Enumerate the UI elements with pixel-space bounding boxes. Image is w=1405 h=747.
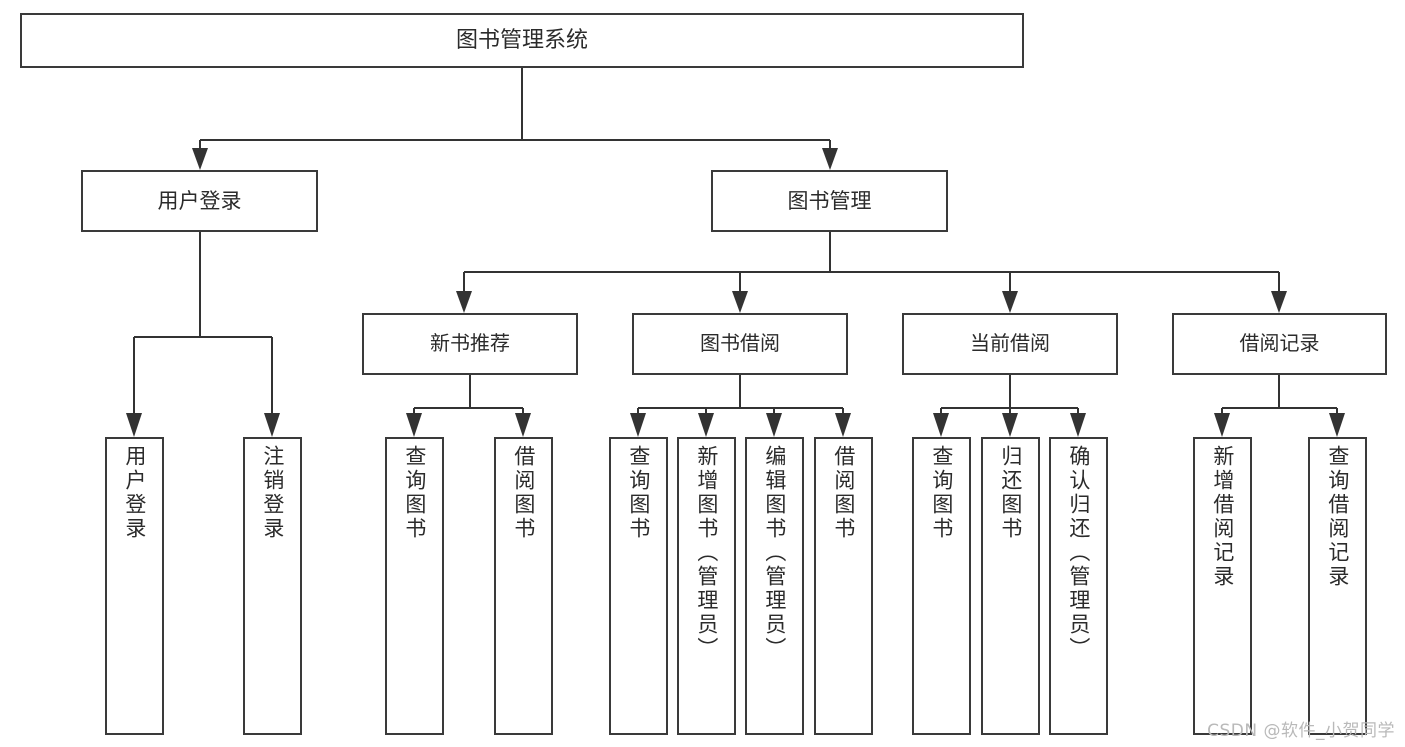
- node-book-management[interactable]: 图书管理: [711, 170, 948, 232]
- node-label: 归还图书: [998, 445, 1023, 541]
- node-label: 借阅图书: [831, 445, 856, 541]
- node-current-borrow[interactable]: 当前借阅: [902, 313, 1118, 375]
- arrowhead-book-management: [822, 148, 838, 170]
- arrowhead-leaf-query-record: [1329, 413, 1345, 437]
- node-label: 查询图书: [626, 445, 651, 541]
- node-leaf-borrow-book-recommend[interactable]: 借阅图书: [494, 437, 553, 735]
- node-leaf-borrow-book[interactable]: 借阅图书: [814, 437, 873, 735]
- node-label: 确认归还（管理员）: [1066, 445, 1091, 661]
- arrowhead-leaf-confirm-return: [1070, 413, 1086, 437]
- node-label: 新增借阅记录: [1210, 445, 1235, 589]
- node-new-book-recommend[interactable]: 新书推荐: [362, 313, 578, 375]
- node-leaf-user-logout[interactable]: 注销登录: [243, 437, 302, 735]
- node-label: 借阅记录: [1239, 331, 1320, 356]
- node-leaf-user-login[interactable]: 用户登录: [105, 437, 164, 735]
- node-label: 用户登录: [157, 188, 242, 213]
- node-label: 查询借阅记录: [1325, 445, 1350, 589]
- arrowhead-leaf-user-logout: [264, 413, 280, 437]
- node-user-login[interactable]: 用户登录: [81, 170, 318, 232]
- arrowhead-leaf-add-book: [698, 413, 714, 437]
- node-leaf-add-book[interactable]: 新增图书（管理员）: [677, 437, 736, 735]
- arrowhead-leaf-edit-book: [766, 413, 782, 437]
- node-leaf-add-borrow-record[interactable]: 新增借阅记录: [1193, 437, 1252, 735]
- node-borrow-record[interactable]: 借阅记录: [1172, 313, 1387, 375]
- node-leaf-return-book[interactable]: 归还图书: [981, 437, 1040, 735]
- node-label: 注销登录: [260, 445, 285, 541]
- arrowhead-borrow-record: [1271, 291, 1287, 313]
- arrowhead-leaf-query-book-1: [406, 413, 422, 437]
- node-leaf-query-book-borrow[interactable]: 查询图书: [609, 437, 668, 735]
- arrowhead-current-borrow: [1002, 291, 1018, 313]
- node-label: 查询图书: [402, 445, 427, 541]
- node-leaf-edit-book[interactable]: 编辑图书（管理员）: [745, 437, 804, 735]
- node-leaf-query-book-current[interactable]: 查询图书: [912, 437, 971, 735]
- arrowhead-leaf-borrow-book-2: [835, 413, 851, 437]
- arrowhead-user-login: [192, 148, 208, 170]
- watermark-text: CSDN @软件_小贺同学: [1207, 721, 1395, 741]
- arrowhead-book-borrow: [732, 291, 748, 313]
- node-label: 当前借阅: [970, 331, 1050, 356]
- node-book-borrow[interactable]: 图书借阅: [632, 313, 848, 375]
- arrowhead-leaf-query-book-2: [630, 413, 646, 437]
- node-label: 图书管理系统: [455, 27, 588, 53]
- node-leaf-confirm-return[interactable]: 确认归还（管理员）: [1049, 437, 1108, 735]
- node-root-book-management-system[interactable]: 图书管理系统: [20, 13, 1024, 68]
- arrowhead-leaf-add-record: [1214, 413, 1230, 437]
- node-label: 新增图书（管理员）: [694, 445, 719, 661]
- arrowhead-leaf-return-book: [1002, 413, 1018, 437]
- node-leaf-query-book-recommend[interactable]: 查询图书: [385, 437, 444, 735]
- node-label: 图书管理: [787, 188, 872, 213]
- node-label: 图书借阅: [700, 331, 780, 356]
- node-label: 新书推荐: [430, 331, 510, 356]
- arrowhead-leaf-user-login: [126, 413, 142, 437]
- arrowhead-leaf-borrow-book-1: [515, 413, 531, 437]
- node-label: 编辑图书（管理员）: [762, 445, 787, 661]
- node-label: 借阅图书: [511, 445, 536, 541]
- arrowhead-new-book-recommend: [456, 291, 472, 313]
- arrowhead-leaf-query-book-3: [933, 413, 949, 437]
- node-label: 用户登录: [122, 445, 147, 541]
- node-leaf-query-borrow-record[interactable]: 查询借阅记录: [1308, 437, 1367, 735]
- node-label: 查询图书: [929, 445, 954, 541]
